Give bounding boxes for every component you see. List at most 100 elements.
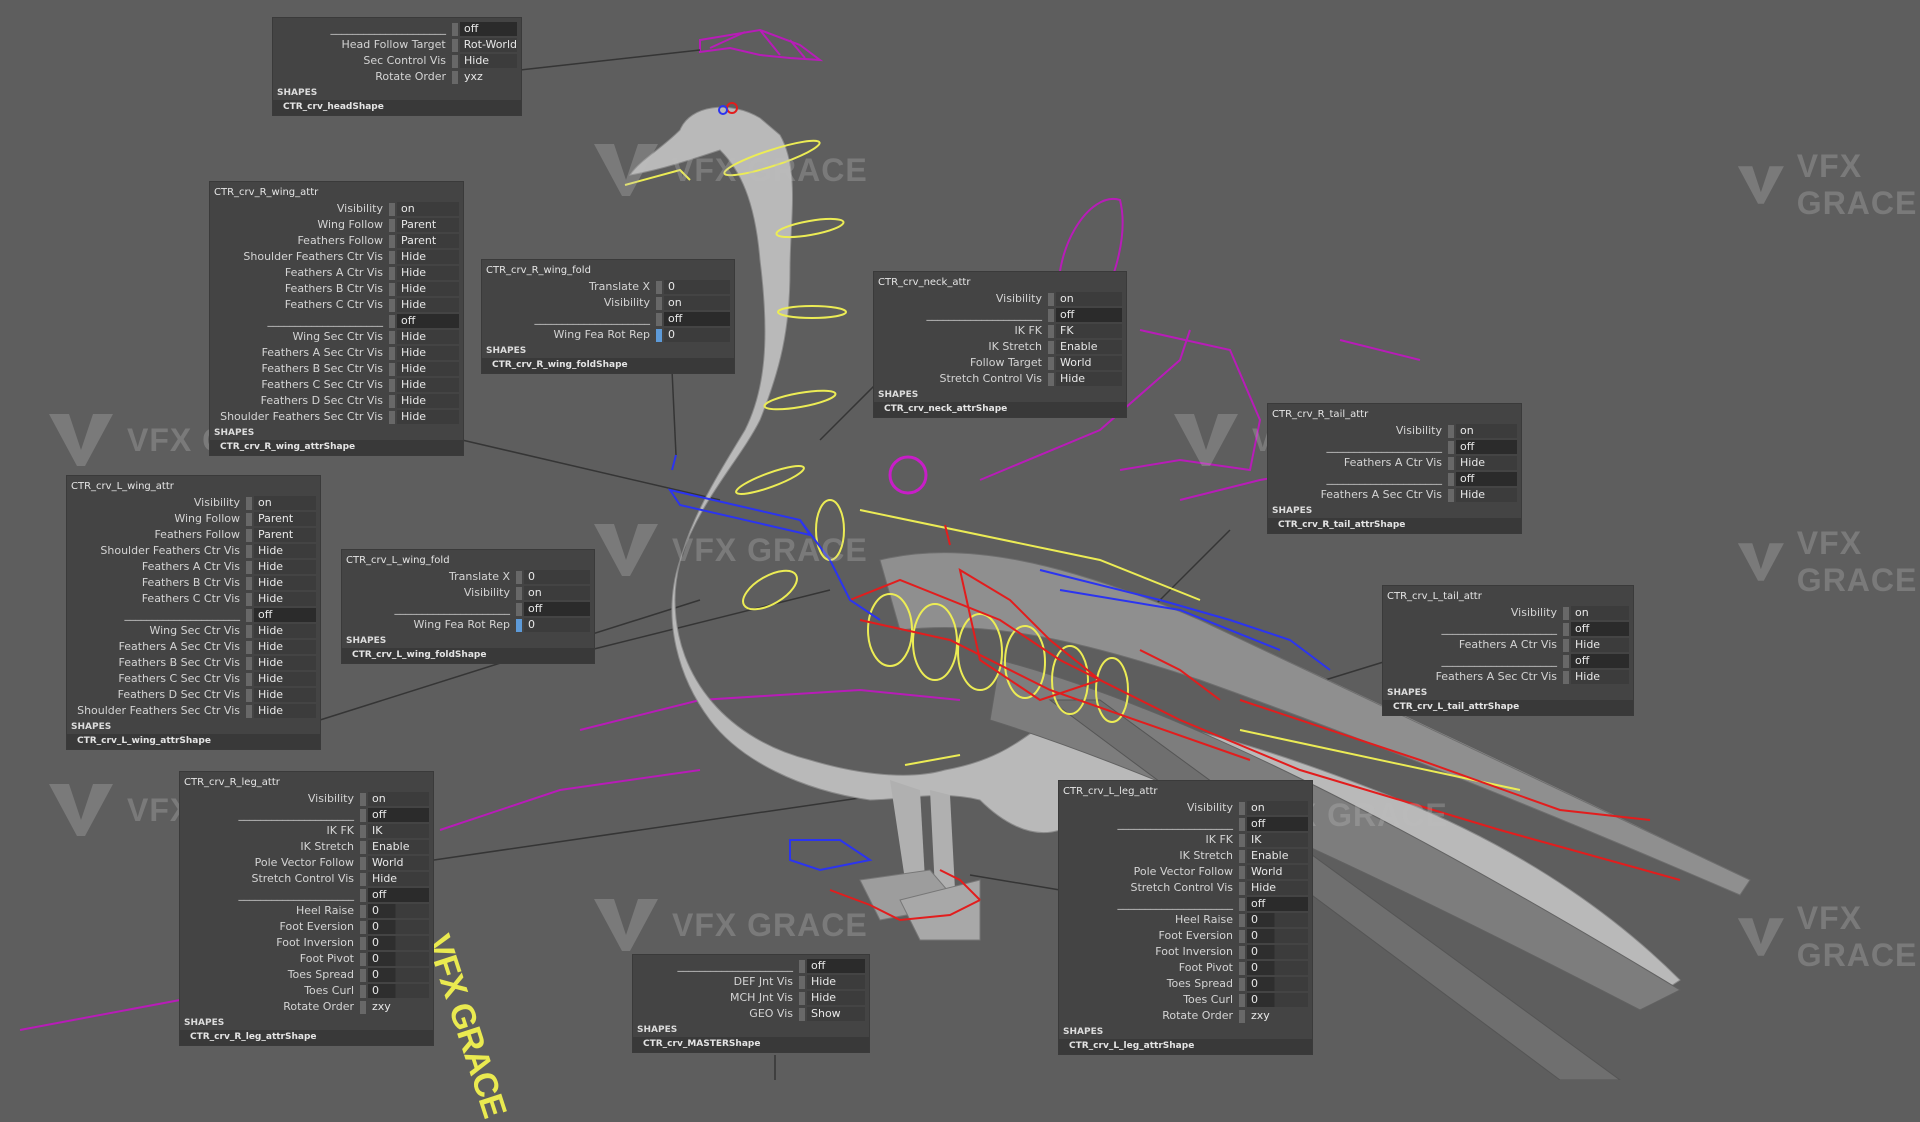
attribute-row[interactable]: _____________________off — [184, 807, 429, 823]
attribute-value-field[interactable]: Hide — [397, 394, 459, 408]
shape-node-label[interactable]: CTR_crv_R_wing_attrShape — [210, 440, 463, 455]
attribute-value-field[interactable]: Hide — [254, 624, 316, 638]
attribute-value-field[interactable]: FK — [1056, 324, 1122, 338]
shape-node-label[interactable]: CTR_crv_L_wing_foldShape — [342, 648, 594, 663]
attribute-value-field[interactable]: Hide — [1056, 372, 1122, 386]
attribute-value-field[interactable]: 0 — [368, 920, 429, 934]
attribute-value-field[interactable]: off — [1056, 308, 1122, 322]
attribute-row[interactable]: _____________________off — [1272, 439, 1517, 455]
attribute-value-field[interactable]: Hide — [254, 688, 316, 702]
attribute-value-field[interactable]: Hide — [397, 282, 459, 296]
attribute-value-field[interactable]: Hide — [1571, 670, 1629, 684]
attribute-value-field[interactable]: Hide — [1571, 638, 1629, 652]
attribute-value-field[interactable]: on — [368, 792, 429, 806]
attribute-value-field[interactable]: Hide — [254, 656, 316, 670]
attribute-value-field[interactable]: 0 — [368, 984, 429, 998]
attribute-value-field[interactable]: World — [1056, 356, 1122, 370]
shape-node-label[interactable]: CTR_crv_L_tail_attrShape — [1383, 700, 1633, 715]
attribute-value-field[interactable]: 0 — [664, 280, 730, 294]
attribute-value-field[interactable]: Parent — [397, 218, 459, 232]
attribute-value-field[interactable]: off — [368, 808, 429, 822]
attribute-value-field[interactable]: 0 — [524, 618, 590, 632]
attribute-value-field[interactable]: 0 — [368, 952, 429, 966]
attribute-value-field[interactable]: 0 — [1247, 961, 1308, 975]
attribute-value-field[interactable]: 0 — [1247, 913, 1308, 927]
attribute-value-field[interactable]: off — [368, 888, 429, 902]
attribute-value-field[interactable]: 0 — [368, 904, 429, 918]
attribute-value-field[interactable]: 0 — [368, 936, 429, 950]
attribute-value-field[interactable]: off — [1247, 817, 1308, 831]
attribute-row[interactable]: _____________________off — [1387, 653, 1629, 669]
attribute-row[interactable]: _____________________off — [277, 21, 517, 37]
attribute-value-field[interactable]: Enable — [1056, 340, 1122, 354]
attribute-value-field[interactable]: on — [1247, 801, 1308, 815]
attribute-value-field[interactable]: on — [664, 296, 730, 310]
attribute-value-field[interactable]: 0 — [1247, 945, 1308, 959]
attribute-value-field[interactable]: IK — [368, 824, 429, 838]
attribute-value-field[interactable]: yxz — [464, 70, 483, 83]
attribute-value-field[interactable]: 0 — [368, 968, 429, 982]
attribute-value-field[interactable]: Hide — [1456, 456, 1517, 470]
shape-node-label[interactable]: CTR_crv_R_tail_attrShape — [1268, 518, 1521, 533]
shape-node-label[interactable]: CTR_crv_R_leg_attrShape — [180, 1030, 433, 1045]
attribute-value-field[interactable]: 0 — [524, 570, 590, 584]
attribute-value-field[interactable]: Hide — [397, 410, 459, 424]
attribute-value-field[interactable]: Show — [807, 1007, 865, 1021]
attribute-row[interactable]: _____________________off — [1272, 471, 1517, 487]
attribute-value-field[interactable]: on — [254, 496, 316, 510]
attribute-value-field[interactable]: 0 — [1247, 993, 1308, 1007]
attribute-value-field[interactable]: Hide — [254, 592, 316, 606]
attribute-value-field[interactable]: Enable — [368, 840, 429, 854]
attribute-row[interactable]: _____________________off — [1387, 621, 1629, 637]
attribute-value-field[interactable]: Hide — [460, 54, 517, 68]
attribute-value-field[interactable]: zxy — [372, 1000, 391, 1013]
attribute-value-field[interactable]: on — [397, 202, 459, 216]
attribute-value-field[interactable]: off — [1456, 472, 1517, 486]
